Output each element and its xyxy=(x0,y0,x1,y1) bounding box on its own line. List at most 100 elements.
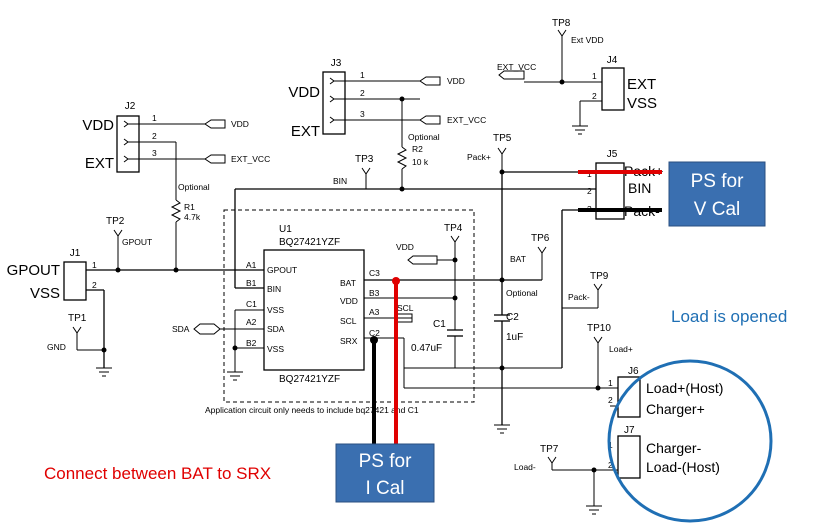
test-point-tp1: TP1 GND xyxy=(47,313,107,353)
svg-text:BIN: BIN xyxy=(333,176,347,186)
svg-text:1: 1 xyxy=(152,113,157,123)
svg-text:VDD: VDD xyxy=(288,84,320,101)
svg-text:BAT: BAT xyxy=(340,278,356,288)
ps-i-cal-callout: PS for I Cal xyxy=(335,443,435,503)
svg-text:I Cal: I Cal xyxy=(365,478,404,499)
svg-text:VSS: VSS xyxy=(30,285,60,302)
svg-text:1: 1 xyxy=(592,71,597,81)
svg-text:A1: A1 xyxy=(246,260,257,270)
svg-text:SCL: SCL xyxy=(340,316,357,326)
connector-j2: J2 VDD EXT 1 2 3 VDD EXT_VCC xyxy=(82,101,270,173)
svg-text:PS for: PS for xyxy=(691,171,744,192)
svg-text:R1: R1 xyxy=(184,202,195,212)
svg-text:Pack+: Pack+ xyxy=(467,152,491,162)
test-point-tp5: TP5 Pack+ xyxy=(467,133,512,172)
svg-text:1: 1 xyxy=(360,70,365,80)
svg-text:2: 2 xyxy=(360,88,365,98)
svg-text:EXT: EXT xyxy=(627,76,656,93)
svg-text:VDD: VDD xyxy=(447,76,465,86)
svg-text:J5: J5 xyxy=(607,149,618,160)
svg-text:2: 2 xyxy=(592,91,597,101)
svg-text:2: 2 xyxy=(92,280,97,290)
svg-text:Optional: Optional xyxy=(178,182,210,192)
svg-text:J3: J3 xyxy=(331,58,342,69)
svg-text:A2: A2 xyxy=(246,317,257,327)
svg-text:SCL: SCL xyxy=(397,303,414,313)
svg-text:EXT: EXT xyxy=(85,155,114,172)
svg-text:1uF: 1uF xyxy=(506,332,523,343)
svg-text:Optional: Optional xyxy=(408,132,440,142)
svg-text:VDD: VDD xyxy=(396,242,414,252)
connector-j7: J7 1 2 Charger- Load-(Host) xyxy=(608,425,720,479)
svg-text:VDD: VDD xyxy=(231,119,249,129)
svg-text:A3: A3 xyxy=(369,307,380,317)
resistor-r2: Optional R2 10 k xyxy=(396,96,440,192)
svg-text:EXT_VCC: EXT_VCC xyxy=(497,62,536,72)
svg-text:Load+: Load+ xyxy=(609,344,633,354)
svg-text:BIN: BIN xyxy=(267,284,281,294)
ic-u1: U1 BQ27421YZF BQ27421YZF A1 GPOUT B1 BIN… xyxy=(246,224,380,385)
svg-text:J7: J7 xyxy=(624,425,635,436)
svg-text:TP6: TP6 xyxy=(531,233,550,244)
svg-text:BQ27421YZF: BQ27421YZF xyxy=(279,237,340,248)
svg-text:EXT_VCC: EXT_VCC xyxy=(447,115,486,125)
svg-text:10 k: 10 k xyxy=(412,157,429,167)
svg-text:Ext VDD: Ext VDD xyxy=(571,35,604,45)
svg-text:EXT_VCC: EXT_VCC xyxy=(231,154,270,164)
connector-j1: J1 GPOUT VSS 1 2 xyxy=(7,248,97,302)
svg-text:2: 2 xyxy=(608,460,613,470)
capacitor-c1: C1 0.47uF xyxy=(411,319,463,368)
svg-text:TP4: TP4 xyxy=(444,223,463,234)
svg-text:1: 1 xyxy=(608,378,613,388)
ps-v-cal-callout: PS for V Cal xyxy=(668,161,766,227)
svg-text:TP9: TP9 xyxy=(590,271,609,282)
resistor-r1: Optional R1 4.7k xyxy=(170,142,210,270)
test-point-tp7: TP7 Load- xyxy=(514,444,559,472)
svg-text:3: 3 xyxy=(152,148,157,158)
load-circle xyxy=(607,359,773,523)
svg-text:B3: B3 xyxy=(369,288,380,298)
svg-text:C1: C1 xyxy=(433,319,446,330)
svg-text:B1: B1 xyxy=(246,278,257,288)
test-point-tp3: TP3 BIN xyxy=(333,154,374,189)
svg-text:Charger+: Charger+ xyxy=(646,401,705,417)
svg-text:TP3: TP3 xyxy=(355,154,374,165)
svg-text:0.47uF: 0.47uF xyxy=(411,343,442,354)
load-opened-label: Load is opened xyxy=(671,307,787,326)
connector-j3: J3 VDD EXT 1 2 3 VDD EXT_VCC xyxy=(288,58,486,140)
svg-text:SDA: SDA xyxy=(172,324,190,334)
svg-text:2: 2 xyxy=(587,186,592,196)
svg-text:TP1: TP1 xyxy=(68,313,87,324)
application-note: Application circuit only needs to includ… xyxy=(205,405,419,415)
vdd-net: VDD xyxy=(396,242,458,265)
test-point-tp2: TP2 GPOUT xyxy=(106,216,152,270)
svg-text:Load-(Host): Load-(Host) xyxy=(646,459,720,475)
sda-net: SDA xyxy=(172,323,264,335)
svg-text:C2: C2 xyxy=(369,328,380,338)
svg-text:BAT: BAT xyxy=(510,254,526,264)
svg-text:VSS: VSS xyxy=(627,95,657,112)
svg-text:VDD: VDD xyxy=(340,296,358,306)
svg-text:J6: J6 xyxy=(628,366,639,377)
test-point-tp9: TP9 Pack- xyxy=(562,271,609,309)
svg-text:GPOUT: GPOUT xyxy=(7,262,60,279)
connector-j4: J4 EXT VSS EXT_VCC 1 2 xyxy=(497,55,657,135)
svg-text:J2: J2 xyxy=(125,101,136,112)
svg-text:B2: B2 xyxy=(246,338,257,348)
svg-text:R2: R2 xyxy=(412,144,423,154)
svg-text:VDD: VDD xyxy=(82,117,114,134)
connector-j6: J6 1 2 Load+(Host) Charger+ xyxy=(608,366,723,418)
test-point-tp6: TP6 BAT xyxy=(510,233,550,280)
svg-text:C1: C1 xyxy=(246,299,257,309)
svg-text:Pack-: Pack- xyxy=(568,292,590,302)
svg-text:VSS: VSS xyxy=(267,344,284,354)
svg-text:Load+(Host): Load+(Host) xyxy=(646,380,723,396)
svg-text:C2: C2 xyxy=(506,312,519,323)
svg-text:U1: U1 xyxy=(279,224,292,235)
svg-text:TP8: TP8 xyxy=(552,18,571,29)
svg-text:3: 3 xyxy=(360,109,365,119)
svg-text:Optional: Optional xyxy=(506,288,538,298)
capacitor-c2: Optional C2 1uF xyxy=(494,288,538,434)
